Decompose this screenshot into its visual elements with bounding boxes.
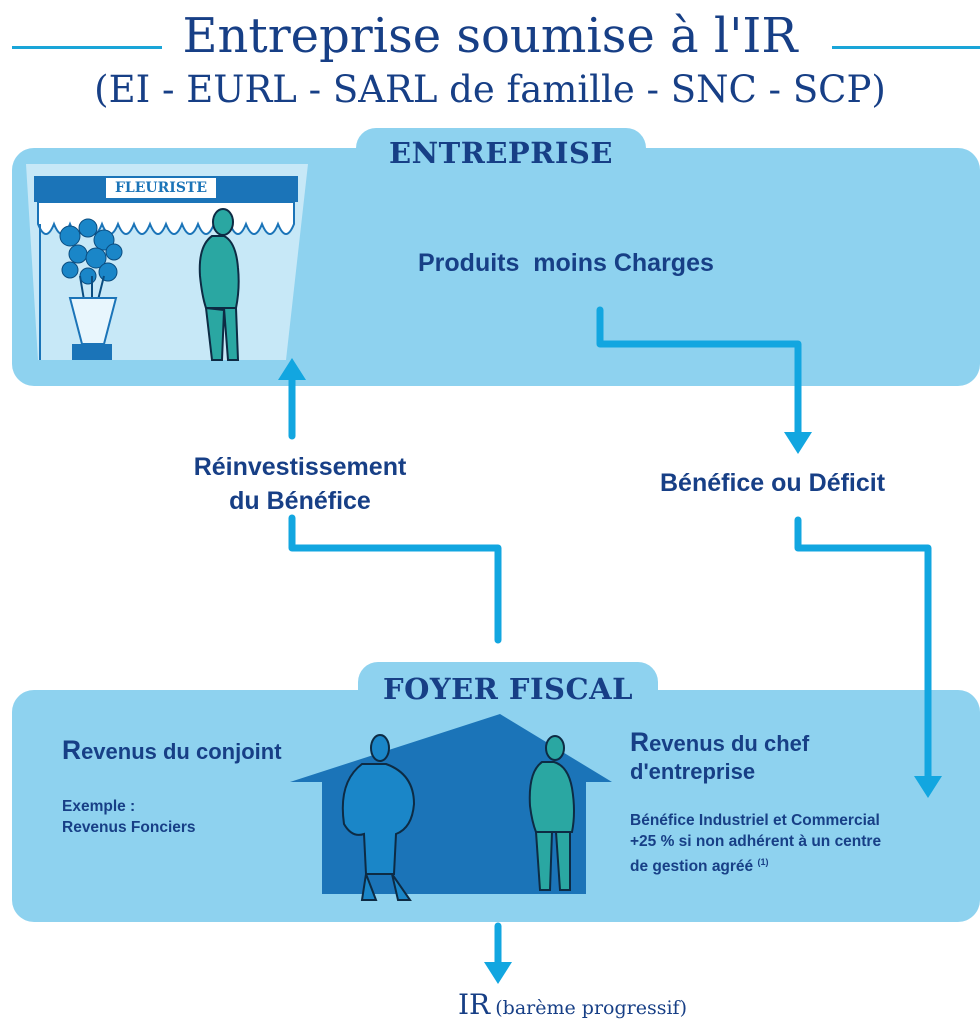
title-rule-right [832, 46, 980, 49]
reinvest-line-1: Réinvestissement [193, 453, 407, 481]
footnote-marker: (1) [757, 857, 769, 867]
arrowhead-down-chef [914, 776, 942, 798]
title-rule-left [12, 46, 162, 49]
ir-result: IR (barème progressif) [458, 988, 687, 1021]
revenus-conjoint-title: Revenus du conjoint [62, 735, 282, 765]
bareme-label: (barème progressif) [495, 997, 687, 1019]
house-illustration [290, 714, 612, 901]
page-subtitle: (EI - EURL - SARL de famille - SNC - SCP… [94, 68, 886, 111]
arrowhead-down-benefice [784, 432, 812, 454]
revenus-chef-title: Revenus du chef d'entreprise [630, 727, 810, 784]
arrowhead-down-ir [484, 962, 512, 984]
arrow-benefice-to-foyer [794, 516, 932, 786]
reinvestissement-label: Réinvestissement du Bénéfice [150, 450, 450, 518]
florist-shop-illustration [26, 164, 308, 361]
arrow-charges-to-benefice [596, 306, 802, 440]
conjoint-example: Exemple : Revenus Fonciers [62, 798, 196, 836]
entreprise-tab: ENTREPRISE [356, 128, 646, 178]
shop-sign: FLEURISTE [114, 180, 208, 196]
chef-detail: Bénéfice Industriel et Commercial +25 % … [630, 812, 882, 876]
produits-moins-charges: Produits moins Charges [418, 249, 714, 277]
ir-label: IR [458, 988, 491, 1021]
foyer-tab: FOYER FISCAL [358, 662, 658, 714]
arrowhead-up-entreprise [278, 358, 306, 380]
reinvest-line-2: du Bénéfice [229, 487, 371, 515]
benefice-ou-deficit: Bénéfice ou Déficit [660, 469, 886, 497]
page-title: Entreprise soumise à l'IR [182, 8, 798, 64]
arrow-foyer-to-reinvest [288, 514, 502, 644]
